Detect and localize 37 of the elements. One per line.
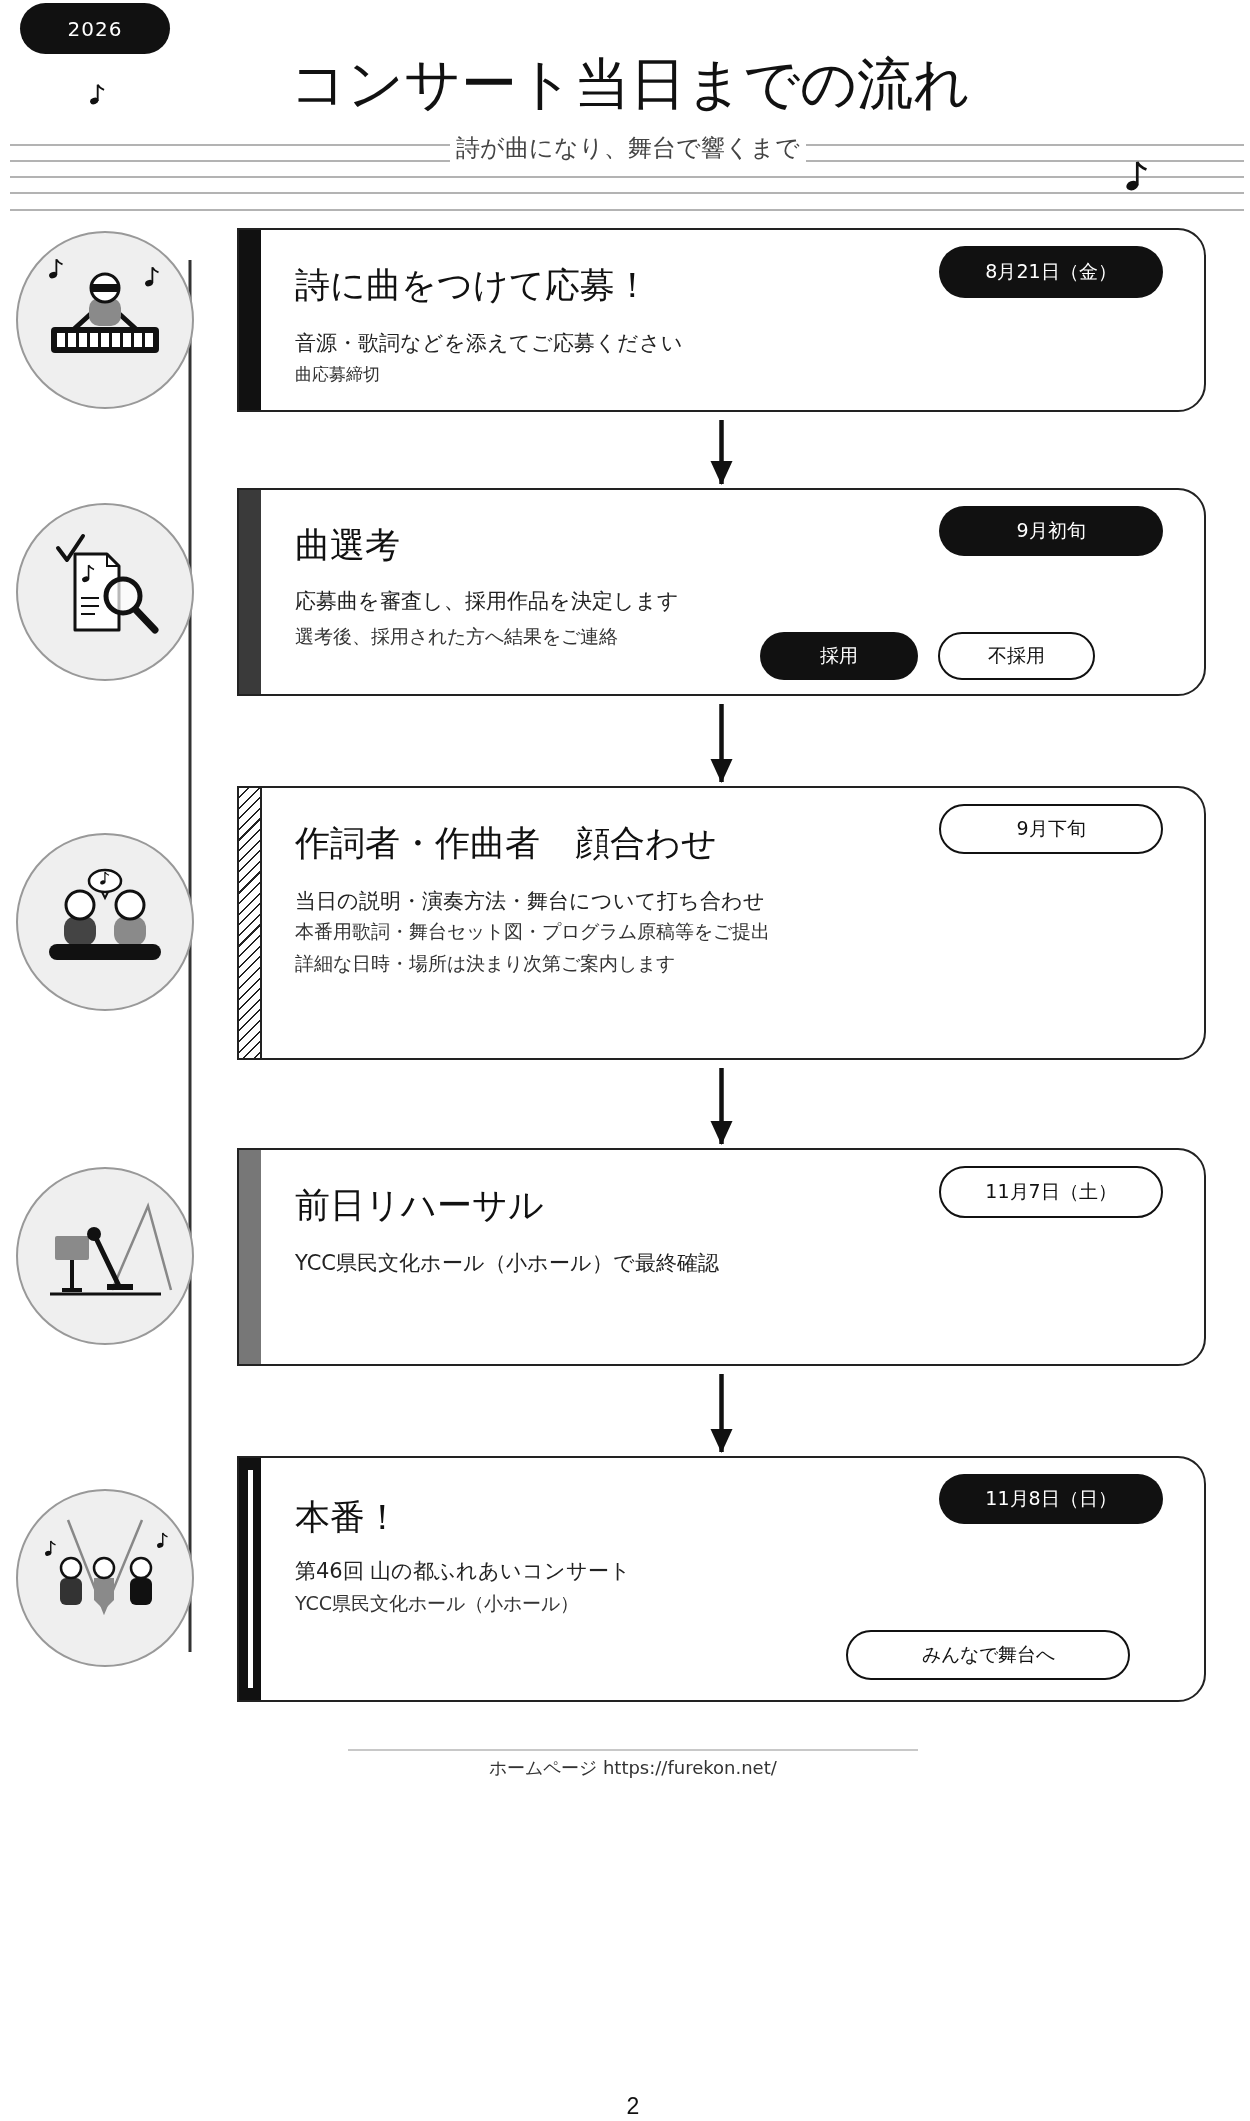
date-badge: 9月下旬 (939, 804, 1163, 854)
step-note: YCC県民文化ホール（小ホール） (295, 1592, 580, 1616)
step-description: 当日の説明・演奏方法・舞台について打ち合わせ (295, 888, 765, 915)
result-badge: 不採用 (938, 632, 1095, 680)
date-badge: 9月初旬 (939, 506, 1163, 556)
step-title: 作詞者・作曲者 顔合わせ (295, 822, 717, 865)
step-note: 本番用歌詞・舞台セット図・プログラム原稿等をご提出 (295, 920, 770, 944)
step-card (237, 228, 1206, 412)
step-description: 応募曲を審査し、採用作品を決定します (295, 588, 679, 615)
step-title: 詩に曲をつけて応募！ (295, 264, 650, 307)
date-badge: 11月7日（土） (939, 1166, 1163, 1218)
message-badge: みんなで舞台へ (846, 1630, 1130, 1680)
step-note: 選考後、採用された方へ結果をご連絡 (295, 625, 618, 649)
page-title: コンサート当日までの流れ (290, 50, 970, 118)
flow-arrow (710, 704, 733, 783)
result-badge: 採用 (760, 632, 918, 680)
step-title: 本番！ (295, 1496, 400, 1539)
step-title: 前日リハーサル (295, 1184, 544, 1227)
step-description: 音源・歌詞などを添えてご応募ください (295, 330, 683, 357)
subtitle: 詩が曲になり、舞台で響くまで (450, 133, 806, 163)
step-card (237, 1148, 1206, 1366)
step-card (237, 786, 1206, 1060)
homepage-url: ホームページ https://furekon.net/ (489, 1757, 777, 1780)
flow-arrow (710, 1068, 733, 1145)
step-card (237, 1456, 1206, 1702)
step-description: YCC県民文化ホール（小ホール）で最終確認 (295, 1250, 719, 1277)
flow-arrow (710, 420, 733, 485)
step-description: 第46回 山の都ふれあいコンサート (295, 1558, 632, 1585)
flow-arrow (710, 1374, 733, 1453)
page-number: 2 (626, 2092, 640, 2121)
step-title: 曲選考 (295, 524, 400, 567)
step-note: 詳細な日時・場所は決まり次第ご案内します (295, 952, 675, 976)
step-card (237, 488, 1206, 696)
year-badge: 2026 (20, 3, 170, 54)
date-badge: 8月21日（金） (939, 246, 1163, 298)
date-badge: 11月8日（日） (939, 1474, 1163, 1524)
step-note: 曲応募締切 (295, 364, 380, 386)
